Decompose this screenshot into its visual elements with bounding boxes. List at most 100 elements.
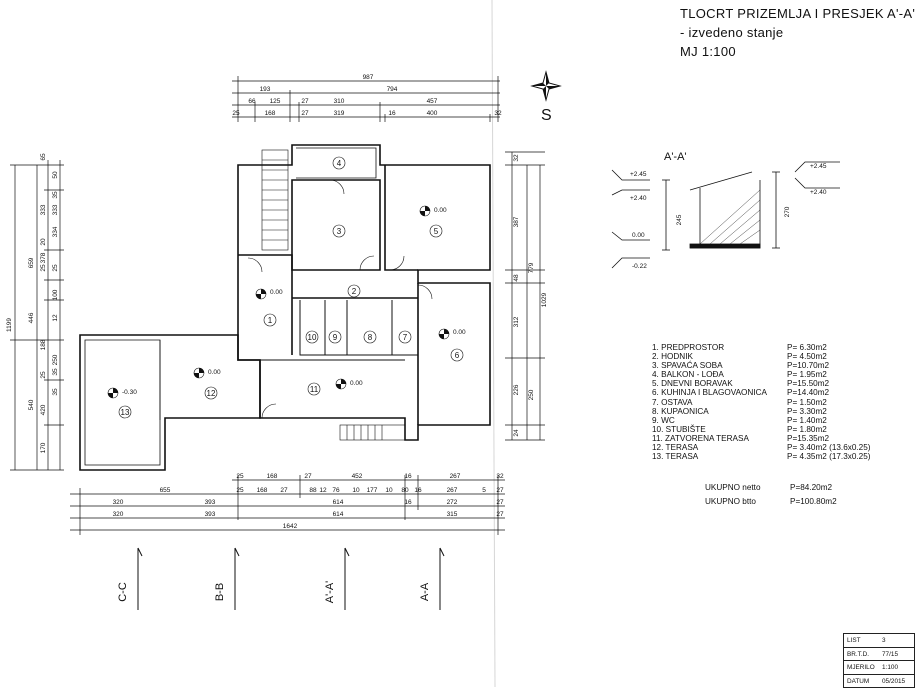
svg-text:10: 10	[352, 487, 360, 494]
drawing-subtitle: - izvedeno stanje	[680, 25, 784, 40]
svg-text:168: 168	[257, 487, 268, 494]
svg-text:1029: 1029	[541, 292, 548, 307]
svg-text:0.00: 0.00	[453, 329, 466, 336]
svg-text:13: 13	[121, 408, 130, 417]
drawing-title: TLOCRT PRIZEMLJA I PRESJEK A'-A'	[680, 6, 916, 21]
svg-text:400: 400	[427, 110, 438, 117]
svg-text:393: 393	[205, 511, 216, 518]
svg-text:0.00: 0.00	[434, 207, 447, 214]
svg-text:320: 320	[113, 499, 124, 506]
svg-text:12: 12	[207, 389, 216, 398]
section-labels: C-C B-B A'-A' A-A	[117, 581, 431, 604]
svg-text:378: 378	[40, 252, 47, 263]
svg-text:188: 188	[40, 339, 47, 350]
svg-text:16: 16	[388, 110, 396, 117]
svg-text:387: 387	[513, 216, 520, 227]
svg-text:987: 987	[363, 74, 374, 81]
section-markers	[137, 547, 445, 610]
svg-text:540: 540	[28, 399, 35, 410]
svg-text:25: 25	[232, 110, 240, 117]
svg-text:4: 4	[337, 159, 342, 168]
svg-text:48: 48	[513, 274, 520, 282]
svg-text:50: 50	[52, 171, 59, 179]
svg-text:+2.40: +2.40	[630, 195, 647, 202]
svg-text:779: 779	[528, 262, 535, 273]
svg-text:270: 270	[784, 206, 791, 217]
svg-text:1642: 1642	[283, 523, 298, 530]
svg-text:168: 168	[265, 110, 276, 117]
svg-text:226: 226	[513, 384, 520, 395]
svg-text:177: 177	[367, 487, 378, 494]
svg-text:12: 12	[319, 487, 327, 494]
svg-text:B-B: B-B	[214, 583, 226, 601]
svg-text:25: 25	[40, 264, 47, 272]
svg-text:-0.30: -0.30	[122, 389, 137, 396]
dims-right: 32 387 48 312 226 24 779 1029 250	[513, 154, 548, 437]
svg-text:3: 3	[337, 227, 342, 236]
svg-text:659: 659	[28, 257, 35, 268]
svg-text:65: 65	[40, 153, 47, 161]
svg-text:1: 1	[268, 316, 273, 325]
svg-text:16: 16	[414, 487, 422, 494]
svg-text:168: 168	[267, 473, 278, 480]
svg-text:25: 25	[40, 371, 47, 379]
svg-text:0.00: 0.00	[350, 380, 363, 387]
svg-text:170: 170	[40, 442, 47, 453]
svg-text:27: 27	[496, 511, 504, 518]
svg-text:88: 88	[309, 487, 317, 494]
north-arrow-icon	[530, 70, 562, 102]
staircase	[261, 149, 406, 441]
stamp-row: BR.T.D.77/15	[844, 648, 914, 661]
svg-text:+2.45: +2.45	[630, 171, 647, 178]
level-markers: 0.00 0.00 0.00 0.00 0.00 -0.30	[107, 205, 466, 399]
door-swings	[247, 179, 433, 419]
svg-text:334: 334	[52, 226, 59, 237]
svg-text:25: 25	[236, 473, 244, 480]
svg-text:16: 16	[404, 499, 412, 506]
svg-text:35: 35	[52, 191, 59, 199]
svg-text:267: 267	[447, 487, 458, 494]
svg-text:27: 27	[496, 499, 504, 506]
section-aa-title: A'-A'	[664, 151, 687, 163]
svg-text:1199: 1199	[6, 318, 13, 332]
svg-text:27: 27	[301, 98, 309, 105]
svg-text:320: 320	[113, 511, 124, 518]
dims-top: 987 193 794 66 125 27 310 457 25 168 27 …	[232, 74, 502, 117]
svg-text:12: 12	[52, 314, 59, 322]
svg-text:10: 10	[308, 333, 317, 342]
svg-text:6: 6	[455, 351, 460, 360]
svg-text:794: 794	[387, 86, 398, 93]
svg-text:8: 8	[368, 333, 373, 342]
svg-text:11: 11	[310, 385, 319, 394]
svg-text:333: 333	[52, 204, 59, 215]
svg-text:35: 35	[52, 368, 59, 376]
svg-text:10: 10	[385, 487, 393, 494]
svg-text:245: 245	[676, 214, 683, 225]
svg-text:27: 27	[280, 487, 288, 494]
svg-text:614: 614	[333, 511, 344, 518]
svg-text:655: 655	[160, 487, 171, 494]
room-numbers: 3 5 4 2 1 6 7 8 9 10 11 12 13	[118, 156, 464, 419]
svg-text:+2.40: +2.40	[810, 189, 827, 196]
svg-text:457: 457	[427, 98, 438, 105]
svg-text:420: 420	[40, 404, 47, 415]
section-aa-drawing	[611, 161, 840, 269]
svg-text:66: 66	[248, 98, 256, 105]
svg-text:2: 2	[352, 287, 357, 296]
svg-text:393: 393	[205, 499, 216, 506]
dims-bottom: 25 168 27 452 16 267 32 655 25 168 27 88…	[113, 473, 504, 530]
svg-text:+2.45: +2.45	[810, 163, 827, 170]
